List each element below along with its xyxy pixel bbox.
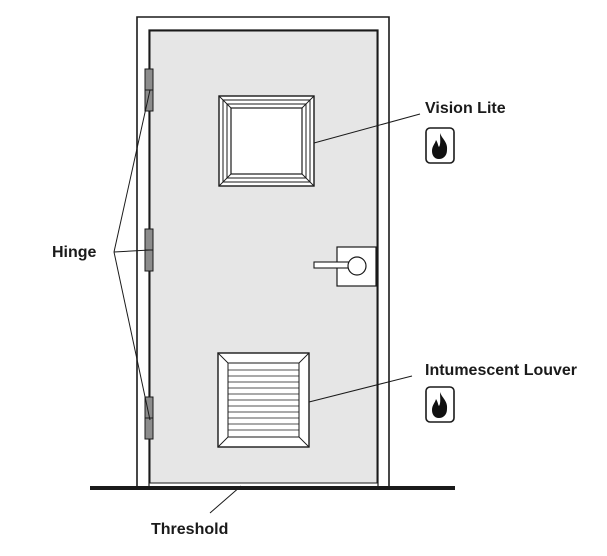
threshold-label: Threshold [151,521,228,538]
hinge-leader-lines [113,89,151,421]
hinge-label: Hinge [52,244,97,261]
threshold-leader [209,485,242,514]
vision-lite [218,95,315,187]
flame-icon [425,386,455,423]
hinge-top [144,68,154,112]
louver-slats [228,369,299,431]
hinge-bottom [144,396,154,440]
vision-lite-label: Vision Lite [425,100,506,117]
lever-handle [313,246,377,287]
intumescent-louver-label: Intumescent Louver [425,362,577,379]
flame-icon [425,127,455,164]
vision-lite-leader [313,113,421,144]
intumescent-louver [217,352,310,448]
floor [90,486,455,490]
louver-leader [308,375,413,403]
